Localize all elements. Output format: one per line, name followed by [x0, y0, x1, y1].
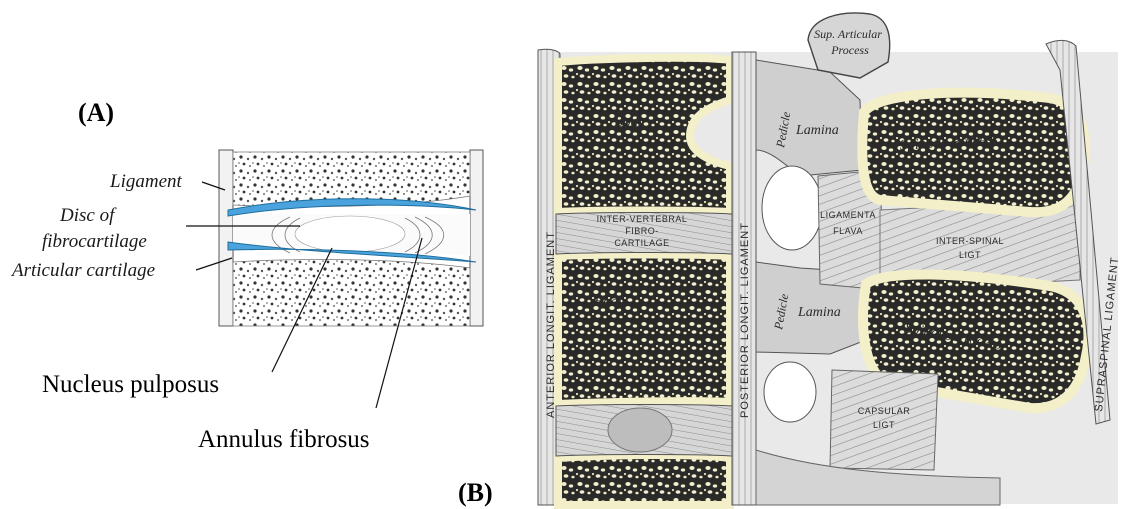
- label-ligamenta-2: FLAVA: [833, 226, 863, 236]
- label-posterior-longit: POSTERIOR LONGIT. LIGAMENT: [739, 222, 751, 418]
- panel-b-label: (B): [458, 478, 493, 507]
- label-ligament: Ligament: [109, 171, 183, 192]
- label-body-lower: Body: [594, 294, 625, 310]
- label-lamina-upper: Lamina: [795, 123, 839, 138]
- label-lamina-lower: Lamina: [797, 305, 841, 320]
- label-articular: Articular cartilage: [10, 260, 155, 281]
- label-sup-articular-2: Process: [830, 43, 869, 57]
- panel-b: (B) Sup. Articular Process Body Body INT…: [458, 13, 1121, 507]
- label-interspinal-2: LIGT: [959, 250, 981, 260]
- panel-a-label: (A): [78, 98, 114, 127]
- label-disc-2: fibrocartilage: [42, 231, 147, 252]
- label-body-upper: Body: [614, 114, 645, 130]
- ligament-left: [219, 150, 233, 326]
- label-intervertebral-3: CARTILAGE: [614, 238, 669, 248]
- label-intervertebral-2: FIBRO-: [625, 226, 659, 236]
- label-ligamenta-1: LIGAMENTA: [820, 210, 876, 220]
- spinous-process-upper: [862, 93, 1084, 212]
- disc-nucleus: [608, 408, 672, 452]
- label-annulus: Annulus fibrosus: [198, 426, 370, 453]
- label-sup-articular-1: Sup. Articular: [814, 27, 882, 41]
- nucleus: [295, 216, 405, 252]
- label-anterior-longit: ANTERIOR LONGIT. LIGAMENT: [545, 231, 557, 418]
- foramen-lower: [764, 362, 816, 422]
- vertebral-body-lower: [558, 255, 730, 405]
- ligament-right: [470, 150, 483, 326]
- label-capsular-2: LIGT: [873, 420, 895, 430]
- panel-a: (A) Ligament Disc of fibrocartilage Arti…: [10, 98, 483, 453]
- label-intervertebral-1: INTER-VERTEBRAL: [597, 214, 688, 224]
- label-disc-1: Disc of: [59, 205, 117, 226]
- label-capsular-1: CAPSULAR: [858, 406, 911, 416]
- foramen-upper: [762, 166, 822, 250]
- label-nucleus: Nucleus pulposus: [42, 371, 219, 398]
- lower-bone: [233, 260, 470, 326]
- label-interspinal-1: INTER-SPINAL: [936, 236, 1004, 246]
- vertebral-body-bottom: [558, 455, 730, 505]
